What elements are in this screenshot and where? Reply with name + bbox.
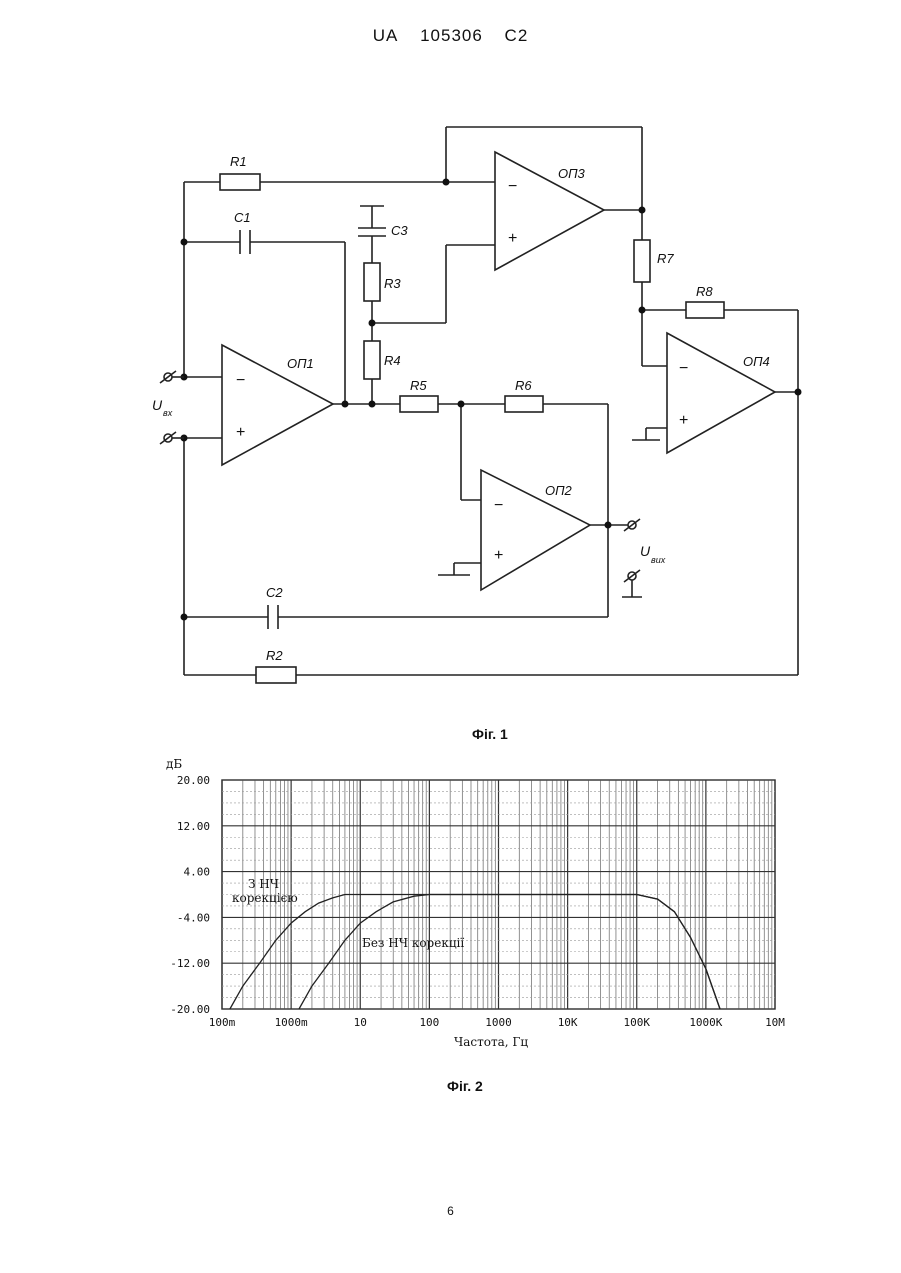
- y-tick-label: -4.00: [177, 911, 210, 924]
- input-voltage-label: U: [152, 397, 163, 413]
- op1-label: ОП1: [287, 356, 314, 371]
- output-voltage-sub: вих: [651, 555, 666, 565]
- resistor-r8: [686, 302, 724, 318]
- r2-label: R2: [266, 648, 283, 663]
- output-voltage-label: U: [640, 543, 651, 559]
- r7-label: R7: [657, 251, 674, 266]
- annotation-without-correction: Без НЧ корекції: [362, 936, 464, 950]
- x-tick-label: 1000K: [689, 1016, 722, 1029]
- figure1-caption: Фіг. 1: [472, 726, 508, 742]
- op4-minus: −: [679, 360, 688, 377]
- op2-minus: −: [494, 497, 503, 514]
- capacitor-c1: [240, 230, 250, 254]
- op4-plus: +: [679, 412, 688, 429]
- x-tick-label: 10M: [765, 1016, 785, 1029]
- resistor-r5: [400, 396, 438, 412]
- y-tick-label: 20.00: [177, 774, 210, 787]
- opamp-op3: [495, 152, 604, 270]
- resistor-r7: [634, 240, 650, 282]
- x-tick-label: 1000: [485, 1016, 512, 1029]
- op1-minus: −: [236, 372, 245, 389]
- capacitor-c3: [358, 228, 386, 236]
- r1-label: R1: [230, 154, 247, 169]
- x-tick-label: 100m: [209, 1016, 236, 1029]
- resistor-r6: [505, 396, 543, 412]
- x-tick-label: 1000m: [275, 1016, 308, 1029]
- r8-label: R8: [696, 284, 713, 299]
- opamp-op1: [222, 345, 333, 465]
- y-tick-label: -12.00: [170, 957, 210, 970]
- op3-minus: −: [508, 178, 517, 195]
- x-tick-label: 10K: [558, 1016, 578, 1029]
- resistor-r1: [220, 174, 260, 190]
- c3-label: C3: [391, 223, 408, 238]
- r6-label: R6: [515, 378, 532, 393]
- annotation-with-correction-2: корекцією: [232, 891, 298, 905]
- r4-label: R4: [384, 353, 401, 368]
- resistor-r3: [364, 263, 380, 301]
- input-voltage-sub: вх: [163, 408, 173, 418]
- opamp-op4: [667, 333, 775, 453]
- y-tick-label: 12.00: [177, 820, 210, 833]
- y-tick-label: 4.00: [184, 866, 211, 879]
- c2-label: C2: [266, 585, 283, 600]
- x-tick-label: 10: [354, 1016, 367, 1029]
- frequency-response-chart: 20.00 12.00 4.00 -4.00 -12.00 -20.00 100m 1000…: [0, 750, 901, 1070]
- op1-plus: +: [236, 424, 245, 441]
- circuit-diagram: ОП1 ОП2 ОП3 ОП4 − + − + − + − +: [0, 0, 901, 720]
- x-tick-labels: 100m 1000m 10 100 1000 10K 100K 1000K 10M: [209, 1016, 786, 1029]
- c1-label: C1: [234, 210, 251, 225]
- page-number: 6: [0, 1204, 901, 1218]
- op2-plus: +: [494, 547, 503, 564]
- y-tick-label: -20.00: [170, 1003, 210, 1016]
- opamp-op2: [481, 470, 590, 590]
- op4-label: ОП4: [743, 354, 770, 369]
- capacitor-c2: [268, 605, 278, 629]
- r3-label: R3: [384, 276, 401, 291]
- x-tick-label: 100: [419, 1016, 439, 1029]
- y-axis-label: дБ: [166, 757, 182, 771]
- op3-plus: +: [508, 230, 517, 247]
- op3-label: ОП3: [558, 166, 586, 181]
- resistor-r2: [256, 667, 296, 683]
- output-terminals: [624, 519, 640, 582]
- figure2-caption: Фіг. 2: [447, 1078, 483, 1094]
- op2-label: ОП2: [545, 483, 573, 498]
- resistor-r4: [364, 341, 380, 379]
- x-tick-label: 100K: [624, 1016, 651, 1029]
- annotation-with-correction-1: З НЧ: [248, 877, 279, 891]
- x-axis-label: Частота, Гц: [454, 1035, 528, 1049]
- r5-label: R5: [410, 378, 427, 393]
- y-tick-labels: 20.00 12.00 4.00 -4.00 -12.00 -20.00: [170, 774, 210, 1016]
